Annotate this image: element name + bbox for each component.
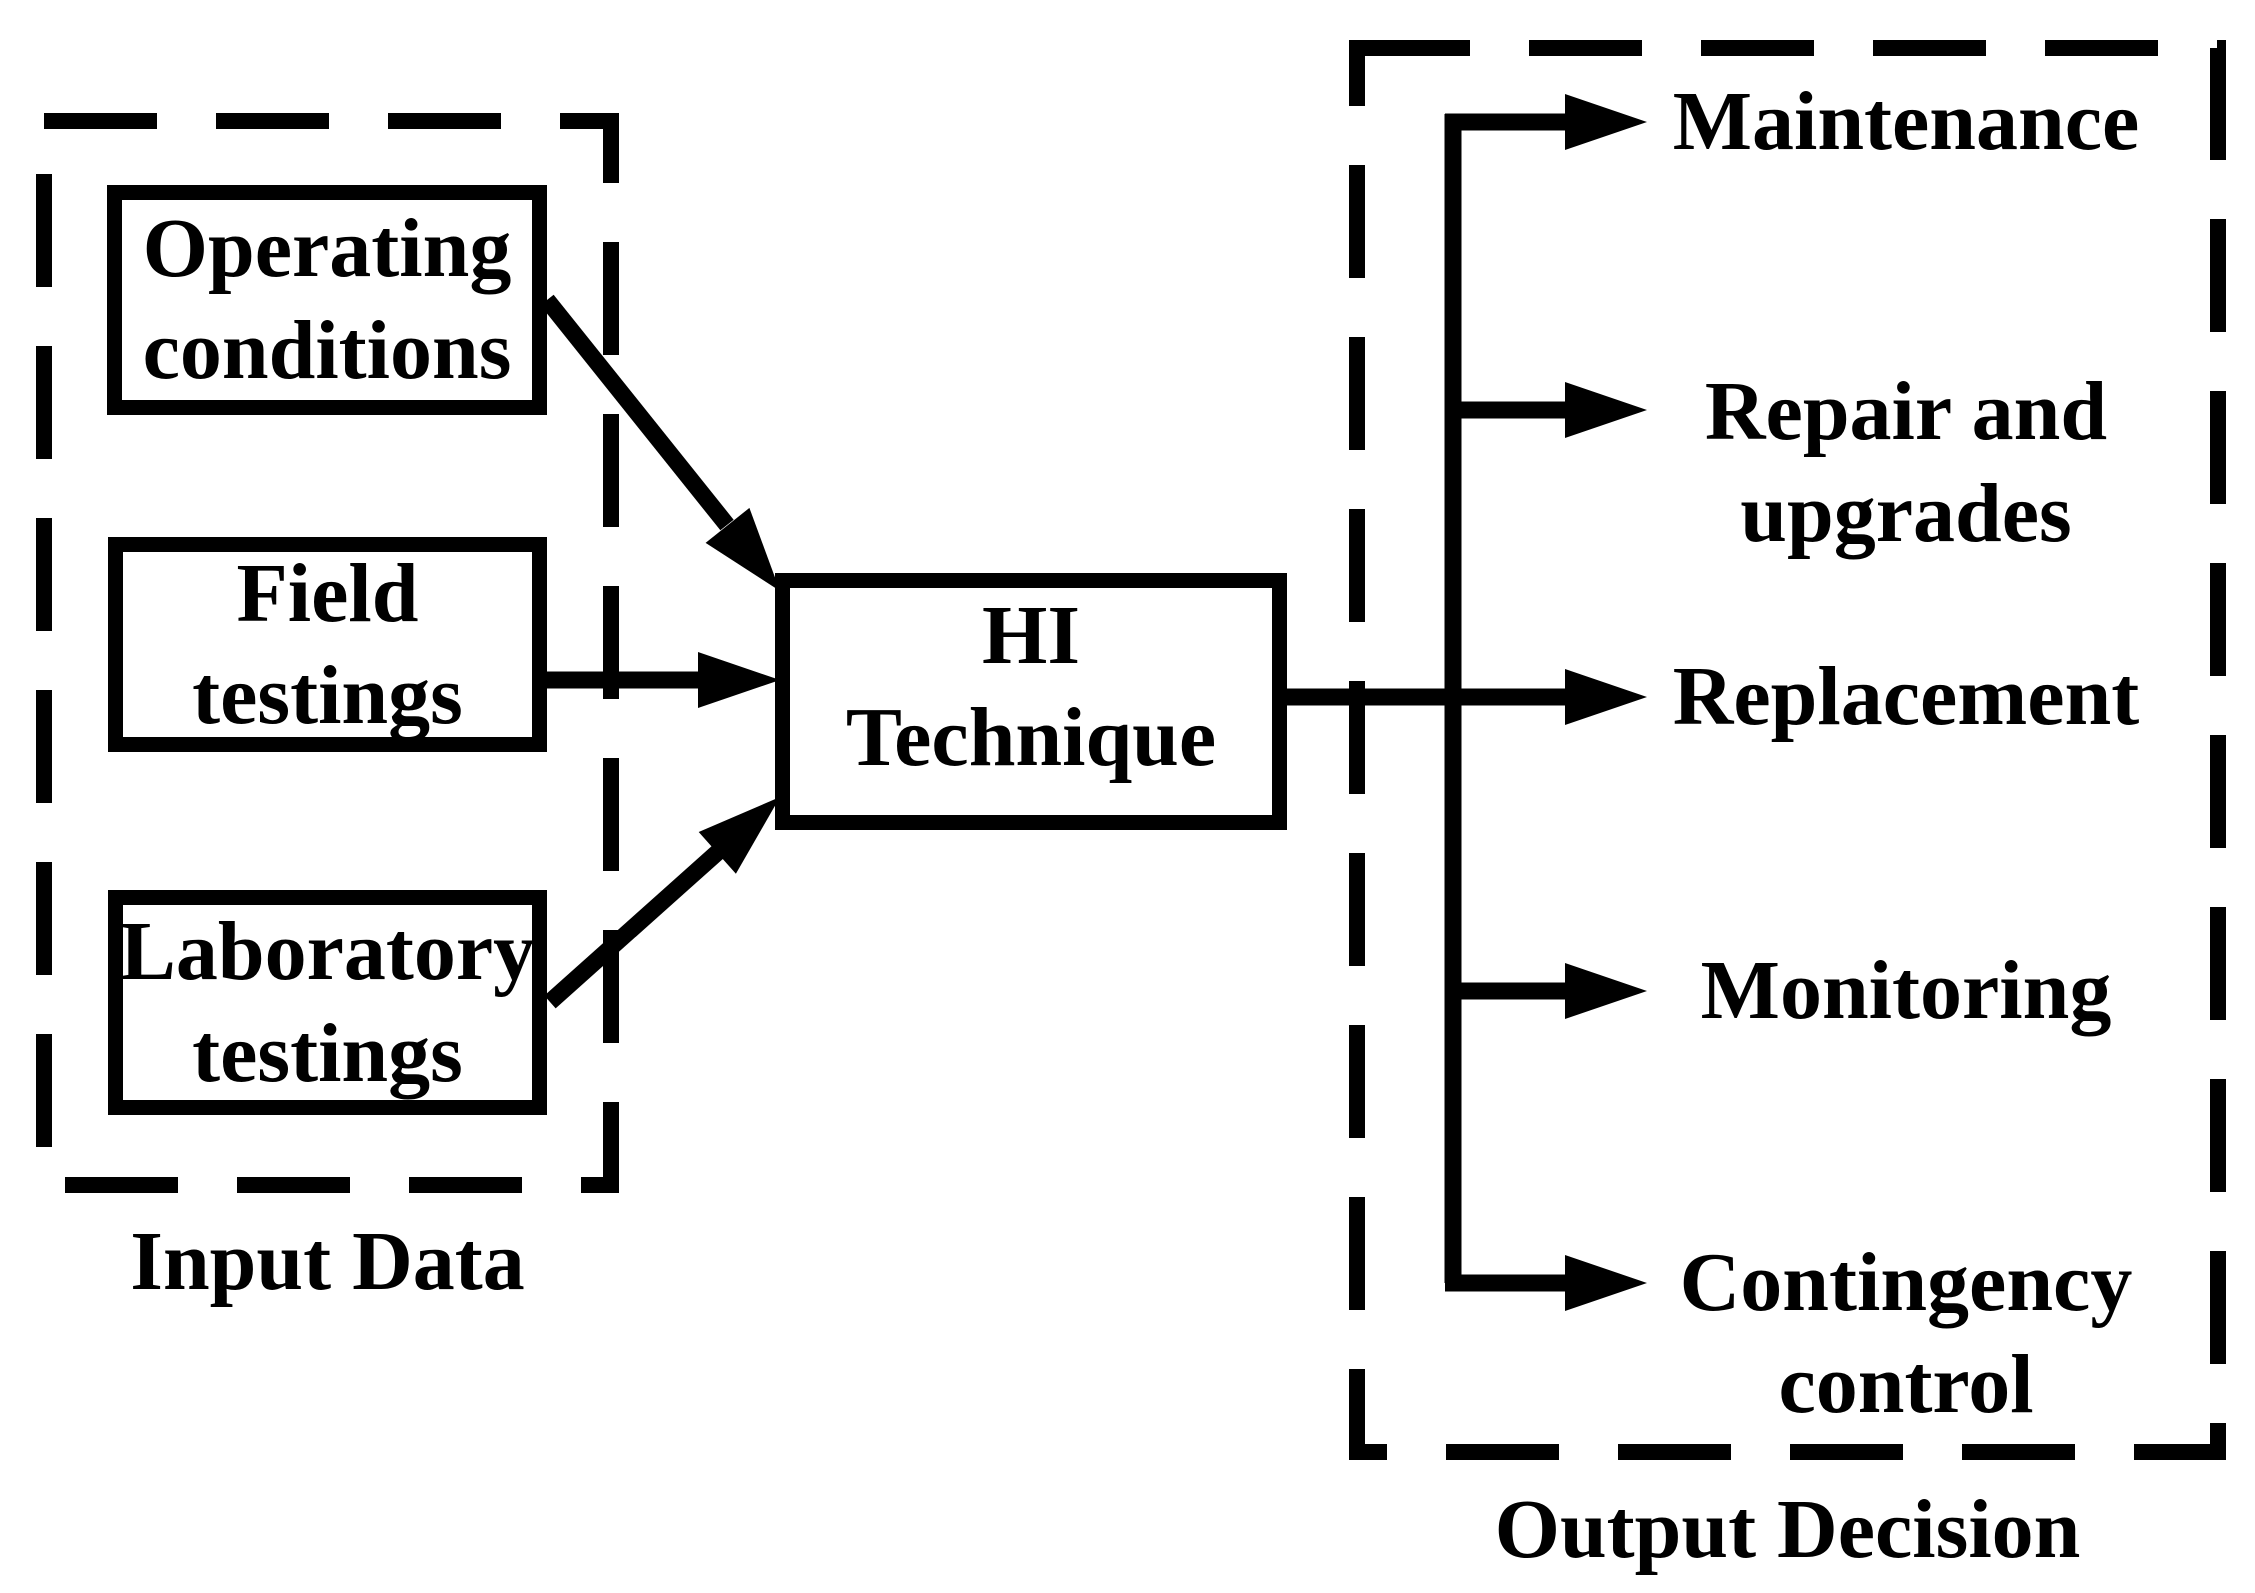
output-item-monitoring: Monitoring bbox=[1660, 940, 2152, 1042]
output-item-line: Repair and bbox=[1704, 365, 2108, 458]
output-decision-group-label: Output Decision bbox=[1494, 1483, 2081, 1576]
box-label-line: testings bbox=[192, 1006, 463, 1100]
arrow-trunk-to-contingency bbox=[1445, 1255, 1647, 1311]
arrow-operating-to-hi bbox=[540, 294, 780, 591]
input-data-group-border bbox=[36, 113, 619, 1193]
box-label-line: conditions bbox=[142, 304, 512, 397]
arrow-trunk-to-monitoring bbox=[1445, 963, 1647, 1019]
arrow-lab-to-hi bbox=[544, 797, 780, 1009]
output-item-repair-and-upgrades: Repair and upgrades bbox=[1660, 361, 2152, 565]
arrow-trunk-to-maintenance bbox=[1445, 94, 1647, 150]
input-box-operating-conditions: Operating conditions bbox=[107, 185, 547, 415]
output-item-line: Maintenance bbox=[1672, 75, 2140, 168]
output-item-line: control bbox=[1778, 1338, 2034, 1431]
arrow-trunk-to-repair bbox=[1445, 382, 1647, 438]
output-item-contingency-control: Contingency control bbox=[1660, 1232, 2152, 1436]
output-item-line: upgrades bbox=[1740, 467, 2072, 560]
input-data-group-label: Input Data bbox=[130, 1215, 525, 1308]
output-item-maintenance: Maintenance bbox=[1660, 71, 2152, 173]
box-label-line: HI bbox=[981, 588, 1081, 682]
input-box-field-testings: Field testings bbox=[108, 537, 547, 752]
arrow-field-to-hi bbox=[547, 652, 780, 708]
process-box-hi-technique: HI Technique bbox=[775, 573, 1287, 830]
output-item-line: Monitoring bbox=[1700, 944, 2112, 1037]
box-label-line: Field bbox=[236, 546, 419, 640]
input-box-laboratory-testings: Laboratory testings bbox=[108, 890, 547, 1115]
output-item-line: Replacement bbox=[1672, 650, 2140, 743]
output-item-replacement: Replacement bbox=[1660, 646, 2152, 748]
box-label-line: Laboratory bbox=[119, 904, 536, 998]
output-decision-group-border bbox=[1349, 40, 2226, 1460]
output-item-line: Contingency bbox=[1679, 1236, 2133, 1329]
box-label-line: testings bbox=[192, 648, 463, 742]
arrow-hi-to-replacement bbox=[1287, 669, 1647, 725]
box-label-line: Operating bbox=[142, 202, 512, 295]
box-label-line: Technique bbox=[845, 690, 1217, 784]
